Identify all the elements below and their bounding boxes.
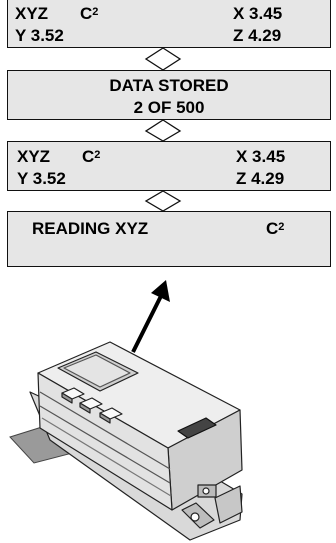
screen1-c-superscript: 2 bbox=[92, 6, 99, 18]
screen2-data-stored: DATA STORED bbox=[109, 76, 229, 95]
screen1-y-value: Y 3.52 bbox=[15, 26, 64, 45]
screen3-z-value: Z 4.29 bbox=[236, 169, 285, 188]
connector-diamond-1 bbox=[144, 47, 182, 71]
display-screen-1: XYZ C2 X 3.45 Y 3.52 Z 4.29 bbox=[7, 0, 331, 48]
screen1-c: C2 bbox=[80, 4, 99, 23]
screen1-x-value: X 3.45 bbox=[233, 4, 283, 23]
screen1-z-value: Z 4.29 bbox=[233, 26, 282, 45]
screen3-c: C2 bbox=[82, 147, 101, 166]
up-arrow-icon bbox=[131, 280, 170, 353]
display-screen-3: XYZ C2 X 3.45 Y 3.52 Z 4.29 bbox=[7, 141, 331, 191]
connector-diamond-2 bbox=[144, 119, 182, 142]
display-screen-4: READING XYZ C2 bbox=[7, 211, 331, 267]
connector-diamond-3 bbox=[144, 190, 182, 212]
screen1-xyz: XYZ bbox=[15, 4, 49, 23]
screen3-y-value: Y 3.52 bbox=[17, 169, 66, 188]
screen2-count: 2 OF 500 bbox=[133, 98, 205, 117]
screen3-c-superscript: 2 bbox=[94, 149, 101, 161]
screen4-reading-xyz: READING XYZ bbox=[32, 219, 149, 238]
screen3-x-value: X 3.45 bbox=[236, 147, 286, 166]
screen3-xyz: XYZ bbox=[17, 147, 51, 166]
screen4-c: C2 bbox=[266, 219, 285, 238]
display-screen-2: DATA STORED 2 OF 500 bbox=[7, 70, 331, 120]
instrument-device-illustration bbox=[29, 341, 243, 541]
screen4-c-superscript: 2 bbox=[278, 221, 285, 233]
